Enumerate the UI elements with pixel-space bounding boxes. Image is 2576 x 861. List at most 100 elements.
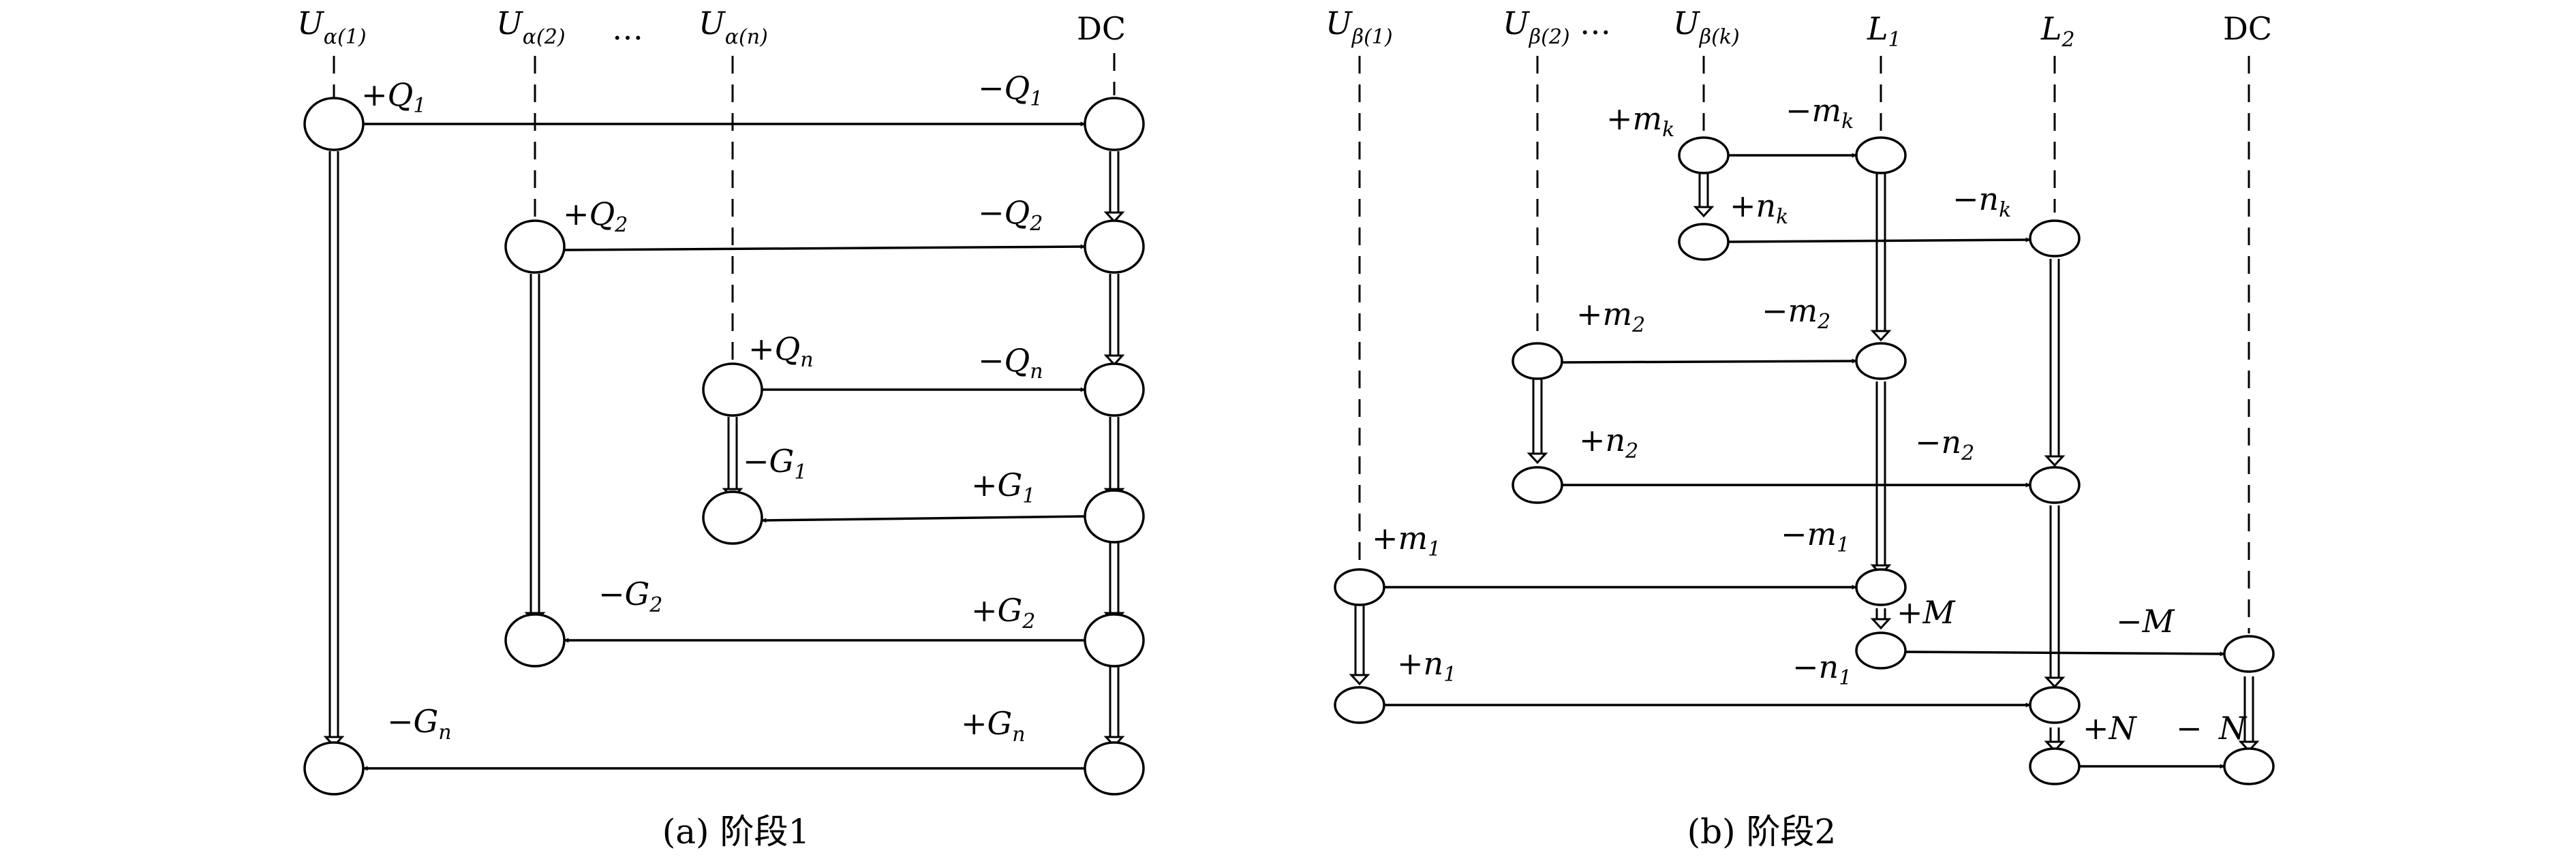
flow-u-alpha-1	[323, 151, 345, 748]
label-send-mk: +mk	[1606, 100, 1674, 142]
label-recv-n: N	[2218, 710, 2248, 747]
label-recv-nk: −nk	[1952, 181, 2011, 222]
label-send-nk: +nk	[1730, 187, 1788, 229]
node-dc-send-g2	[1084, 613, 1145, 668]
flow-u-beta-2	[1527, 378, 1548, 465]
label-send-g1: +G1	[971, 467, 1035, 508]
lane-label-u-beta-k: Uβ(k)	[1673, 5, 1740, 49]
flow-u-beta-k	[1693, 172, 1715, 218]
lane-label-u-beta-2: Uβ(2)	[1503, 5, 1570, 49]
node-dc-send-gn	[1084, 741, 1145, 796]
lane-label-l2: L2	[2040, 10, 2075, 52]
lane-label-u-alpha-1: Uα(1)	[297, 5, 367, 49]
lifelines	[333, 53, 1116, 364]
flow-u-alpha-2	[524, 274, 546, 624]
flow-dc-3	[1103, 417, 1125, 500]
node-dc-recv-qn	[1084, 362, 1145, 417]
lane-ellipsis-b: …	[1580, 5, 1611, 42]
caption-panel-b: (b) 阶段2	[1687, 812, 1837, 851]
node-l2-recv-nk	[2029, 219, 2081, 257]
arrow-m2	[1561, 358, 1857, 364]
node-l2-recv-n1	[2029, 686, 2081, 724]
flow-dc-b	[2238, 676, 2260, 753]
label-send-gn: +Gn	[961, 705, 1026, 747]
label-recv-m2: −m2	[1762, 292, 1830, 334]
lifelines-b	[1358, 56, 2250, 633]
node-u-alpha-2-recv-g2	[504, 613, 566, 668]
panel-b: Uβ(1) Uβ(2) … Uβ(k) L1 L2 DC	[1325, 5, 2275, 851]
arrow-q2	[564, 244, 1086, 251]
node-u-alpha-n-send-qn	[702, 362, 763, 417]
message-arrows	[363, 121, 1086, 771]
node-dc-recv-q1	[1084, 97, 1145, 151]
flow-dc-4	[1103, 542, 1125, 624]
flow-l2-b	[2044, 505, 2066, 689]
lane-label-l1: L1	[1867, 10, 1901, 52]
label-send-g2: +G2	[971, 592, 1035, 633]
label-recv-n-minus: −	[2176, 710, 2203, 747]
node-u-beta-k-send-mk	[1678, 136, 1730, 174]
arrow-g1	[761, 515, 1086, 523]
flow-dc-1	[1103, 151, 1125, 223]
node-u-alpha-1-send-q1	[303, 97, 365, 151]
lane-label-u-alpha-n: Uα(n)	[699, 5, 768, 49]
node-l2-recv-n2	[2029, 466, 2081, 504]
node-l1-send-m	[1855, 631, 1907, 670]
lane-ellipsis: …	[612, 10, 643, 47]
label-send-qn: +Qn	[748, 330, 814, 372]
flow-l1-c	[1870, 608, 1892, 630]
node-u-beta-k-send-nk	[1678, 223, 1730, 261]
node-dc-send-g1	[1084, 489, 1145, 544]
label-recv-gn: −Gn	[387, 703, 452, 745]
label-recv-n1: −n1	[1792, 648, 1852, 690]
label-recv-mk: −mk	[1785, 92, 1854, 134]
label-recv-q2: −Q2	[978, 194, 1043, 236]
flow-u-alpha-n	[722, 417, 743, 500]
label-recv-m: −M	[2116, 603, 2176, 640]
state-flows	[323, 151, 1125, 748]
flow-l1-a	[1870, 174, 1892, 342]
label-recv-g1: −G1	[743, 443, 807, 484]
label-send-m1: +m1	[1372, 520, 1441, 561]
node-l1-recv-mk	[1855, 136, 1907, 174]
flow-dc-5	[1103, 665, 1125, 748]
flow-l2-c	[2044, 727, 2066, 753]
state-nodes	[303, 97, 1145, 796]
label-send-q2: +Q2	[563, 195, 628, 237]
label-send-n1: +n1	[1397, 645, 1456, 687]
node-u-beta-2-send-m2	[1512, 342, 1563, 380]
flow-dc-2	[1103, 274, 1125, 366]
node-u-beta-1-send-m1	[1334, 568, 1385, 606]
node-u-beta-1-send-n1	[1334, 686, 1385, 724]
label-send-n: +N	[2083, 710, 2138, 747]
message-arrows-b	[1384, 153, 2225, 769]
panel-a: Uα(1) Uα(2) … Uα(n) DC	[297, 5, 1145, 851]
label-send-m: +M	[1897, 594, 1957, 631]
lane-label-dc: DC	[1077, 10, 1126, 47]
label-recv-m1: −m1	[1781, 516, 1850, 557]
node-u-alpha-1-recv-gn	[303, 741, 365, 796]
lane-label-u-beta-1: Uβ(1)	[1325, 5, 1393, 49]
state-nodes-b	[1334, 136, 2275, 785]
label-send-n2: +n2	[1579, 422, 1638, 463]
flow-l2-a	[2044, 259, 2066, 467]
caption-panel-a: (a) 阶段1	[662, 812, 810, 851]
flow-u-beta-1	[1349, 605, 1370, 686]
flow-l1-b	[1870, 381, 1892, 576]
label-recv-qn: −Qn	[978, 342, 1043, 383]
node-u-alpha-2-send-q2	[504, 219, 566, 274]
node-l2-send-n	[2029, 747, 2081, 785]
node-u-beta-2-send-n2	[1512, 466, 1563, 504]
node-dc-recv-n	[2223, 747, 2275, 785]
arrow-nk	[1728, 237, 2031, 243]
label-recv-g2: −G2	[598, 576, 662, 617]
lane-label-dc-b: DC	[2223, 10, 2272, 47]
node-dc-recv-m	[2223, 635, 2275, 673]
node-dc-recv-q2	[1084, 219, 1145, 274]
label-recv-n2: −n2	[1915, 424, 1974, 465]
label-send-q1: +Q1	[361, 76, 426, 118]
lane-label-u-alpha-2: Uα(2)	[496, 5, 566, 49]
label-recv-q1: −Q1	[978, 69, 1043, 111]
node-u-alpha-n-recv-g1	[702, 490, 763, 545]
